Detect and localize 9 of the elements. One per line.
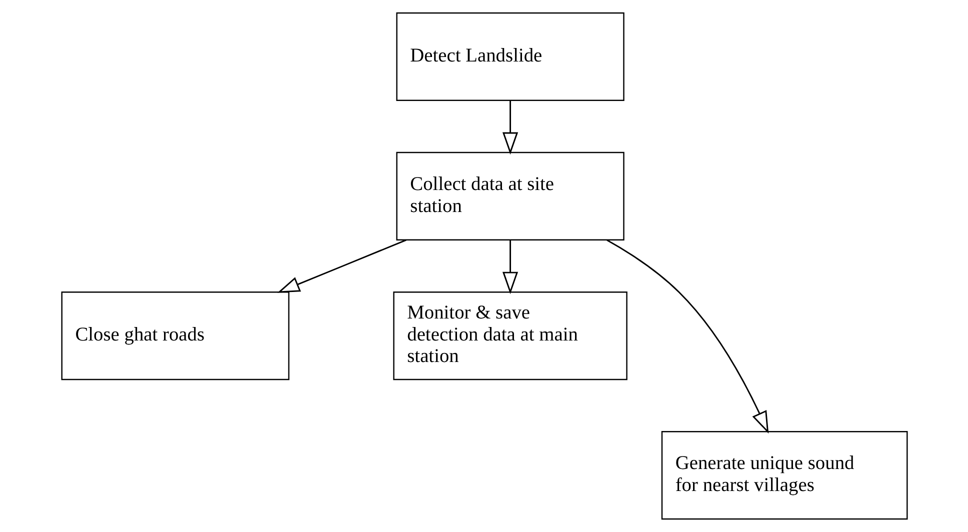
arrow <box>606 240 768 434</box>
arrow <box>502 100 518 155</box>
node-box: Detect Landslide <box>396 12 624 101</box>
node-box: Monitor & save detection data at main station <box>392 291 627 380</box>
node-box: Close ghat roads <box>60 291 289 380</box>
node-box: Collect data at site station <box>396 152 624 241</box>
node-box: Generate unique sound for nearst villages <box>660 431 908 520</box>
arrow <box>502 240 518 294</box>
arrow <box>276 239 406 293</box>
